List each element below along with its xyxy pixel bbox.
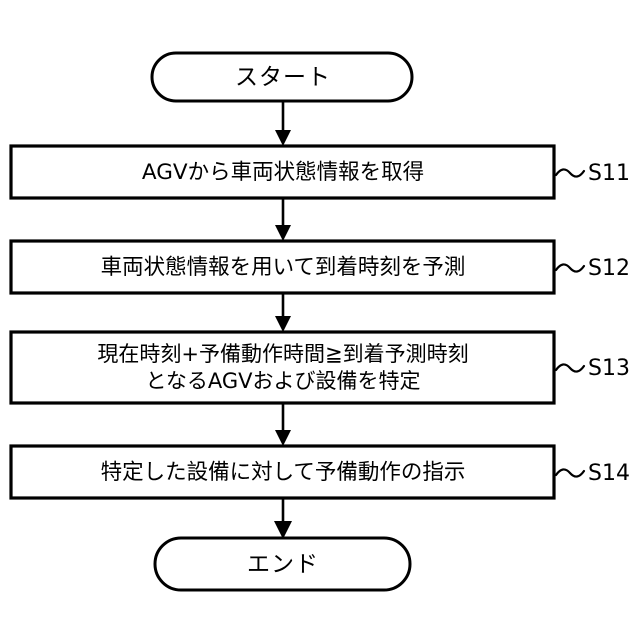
s14-box-label: 特定した設備に対して予備動作の指示 xyxy=(101,460,466,485)
down-arrow-icon xyxy=(275,130,291,146)
step-marker-s11: S11 xyxy=(554,161,630,186)
step-marker-s12: S12 xyxy=(554,256,630,281)
s14-step-label: S14 xyxy=(588,461,630,486)
s13-step-label: S13 xyxy=(588,356,630,381)
step-marker-s14: S14 xyxy=(554,461,630,486)
s13-box-shape xyxy=(9,330,556,405)
process-box-s13[interactable]: 現在時刻+予備動作時間≧到着予測時刻 となるAGVおよび設備を特定 xyxy=(9,330,556,405)
s13-box-label-line2: となるAGVおよび設備を特定 xyxy=(145,369,420,393)
s11-box-shape xyxy=(9,144,556,200)
connector-s12-to-s13 xyxy=(275,293,291,332)
down-arrow-icon xyxy=(275,430,291,446)
s11-box-label: AGVから車両状態情報を取得 xyxy=(142,160,424,185)
connector-s11-to-s12 xyxy=(275,198,291,241)
tilde-leader-icon xyxy=(554,168,586,178)
process-box-s12[interactable]: 車両状態情報を用いて到着時刻を予測 xyxy=(9,239,556,295)
down-arrow-icon xyxy=(275,225,291,241)
node-end[interactable]: エンド xyxy=(153,536,412,592)
node-start[interactable]: スタート xyxy=(150,51,414,103)
s12-box-label: 車両状態情報を用いて到着時刻を予測 xyxy=(101,255,466,280)
tilde-leader-icon xyxy=(554,263,586,273)
end-node-label: エンド xyxy=(247,552,319,578)
s13-box-label-line1: 現在時刻+予備動作時間≧到着予測時刻 xyxy=(97,342,468,366)
connector-s14-to-end xyxy=(274,498,292,539)
tilde-leader-icon xyxy=(554,363,586,373)
connector-s13-to-s14 xyxy=(275,403,291,446)
process-box-s14[interactable]: 特定した設備に対して予備動作の指示 xyxy=(9,444,556,500)
start-node-label: スタート xyxy=(235,65,331,91)
process-box-s11[interactable]: AGVから車両状態情報を取得 xyxy=(9,144,556,200)
connector-start-to-s11 xyxy=(275,101,291,146)
s11-step-label: S11 xyxy=(588,161,630,186)
down-arrow-icon xyxy=(275,316,291,332)
down-arrow-icon xyxy=(274,521,292,539)
end-node-shape xyxy=(153,536,412,592)
s12-step-label: S12 xyxy=(588,256,630,281)
step-marker-s13: S13 xyxy=(554,356,630,381)
tilde-leader-icon xyxy=(554,468,586,478)
